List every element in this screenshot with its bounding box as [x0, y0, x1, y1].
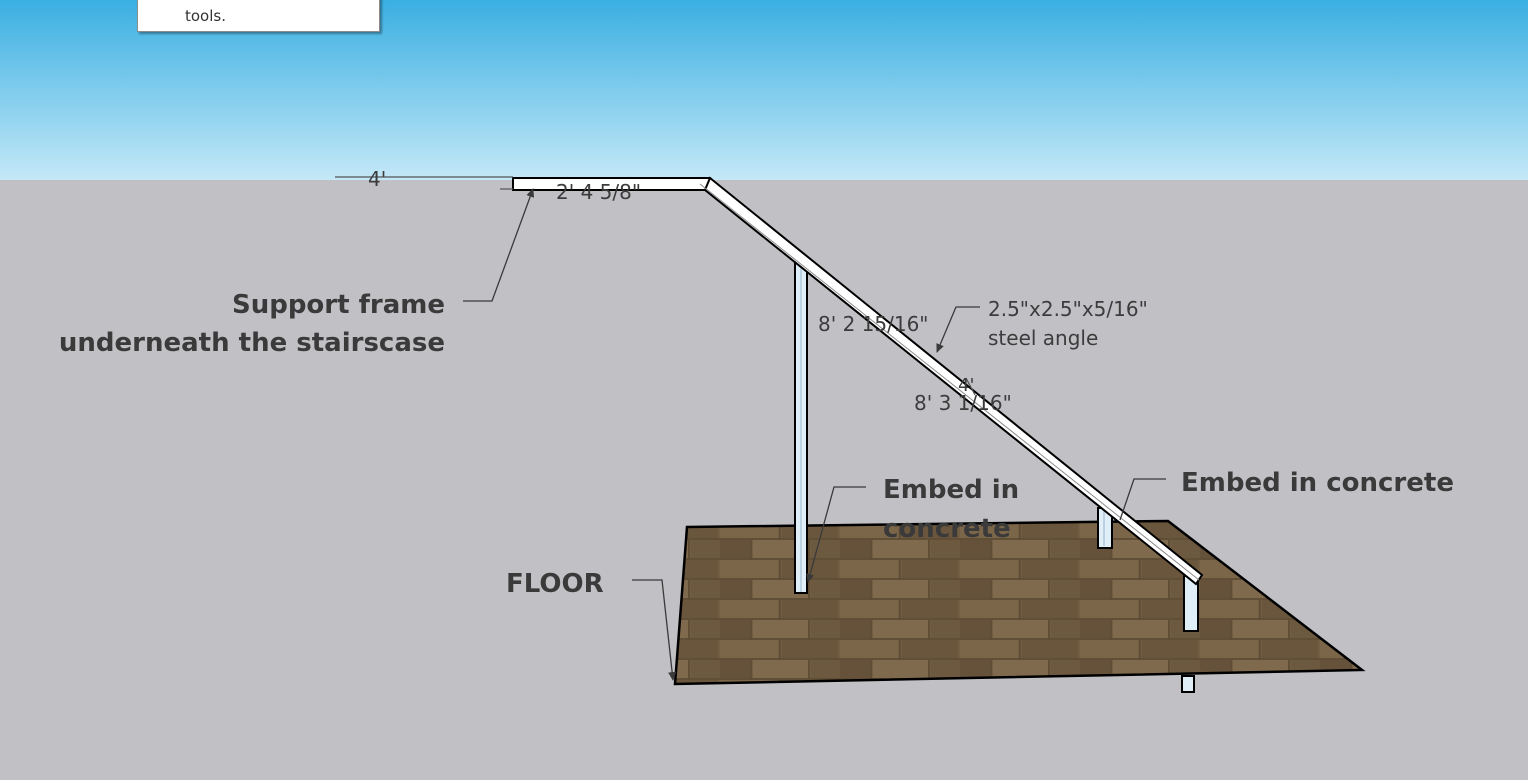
- leader-support-frame: [463, 188, 535, 302]
- dim-top-left: 4': [368, 167, 386, 191]
- embed-right-label: Embed in concrete: [1181, 468, 1454, 498]
- embed-left-label-line1: Embed in: [883, 475, 1019, 505]
- support-frame-label-line2: underneath the stairscase: [59, 328, 445, 358]
- floor-slab[interactable]: [673, 519, 1366, 686]
- dimension-lines: [335, 176, 976, 396]
- embed-left-label-line2: concrete: [883, 514, 1011, 544]
- post-mid[interactable]: [1097, 507, 1113, 549]
- dim-top-run: 2' 4 5/8": [556, 180, 641, 204]
- dim-slope-lower: 8' 3 1/16": [914, 391, 1012, 415]
- dim-slope-small: 4': [958, 375, 974, 396]
- instructor-tooltip: tools.: [137, 0, 380, 32]
- floor-label: FLOOR: [506, 569, 604, 599]
- floor-shading: [675, 521, 1362, 684]
- steel-angle-label-line2: steel angle: [988, 326, 1098, 350]
- leader-floor: [632, 579, 677, 681]
- steel-angle-frame[interactable]: [512, 176, 1204, 586]
- dim-slope-upper: 8' 2 15/16": [818, 312, 929, 336]
- post-left[interactable]: [794, 261, 808, 594]
- support-frame-label-line1: Support frame: [232, 290, 445, 320]
- leader-steel-angle: [936, 306, 980, 353]
- tooltip-text: tools.: [185, 7, 226, 25]
- leader-embed-left: [806, 486, 866, 583]
- leader-embed-right: [1119, 478, 1166, 521]
- post-right[interactable]: [1181, 575, 1199, 693]
- steel-angle-label-line1: 2.5"x2.5"x5/16": [988, 297, 1148, 321]
- leader-lines: [463, 188, 1166, 681]
